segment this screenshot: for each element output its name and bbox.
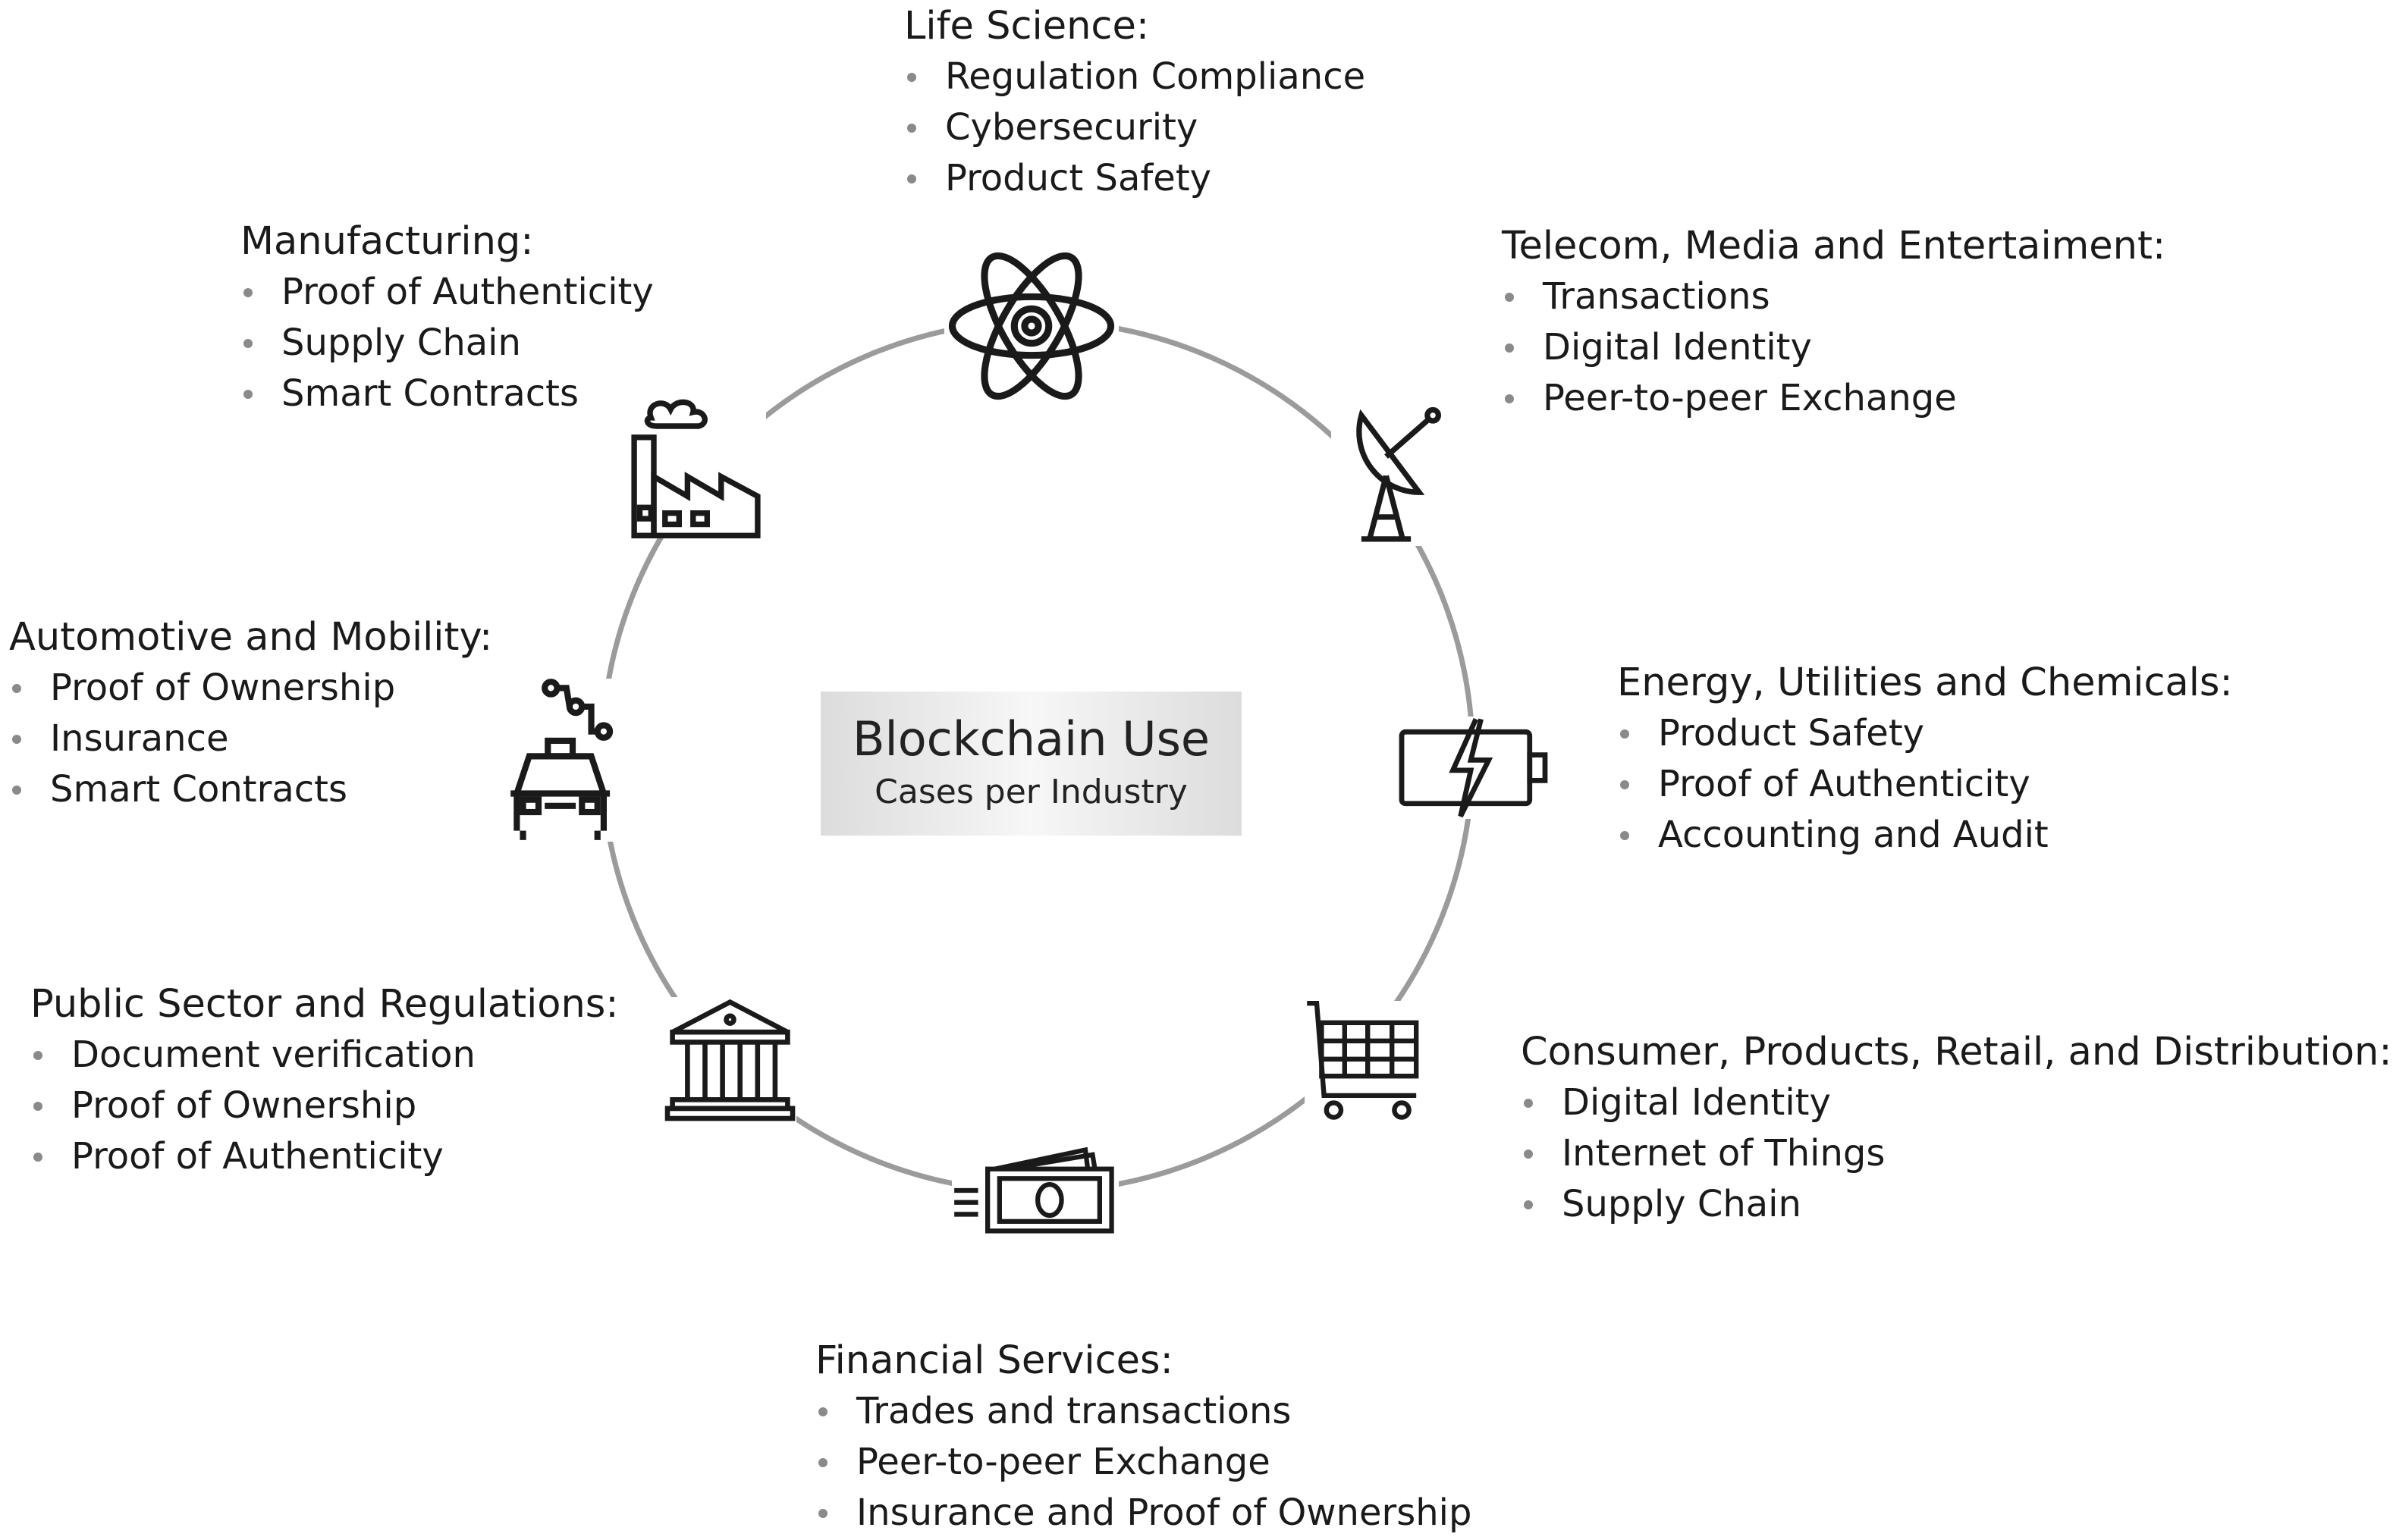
list-item: Proof of Ownership [9, 663, 492, 714]
industry-manufacturing: Manufacturing: Proof of Authenticity Sup… [240, 217, 654, 419]
list-item: Digital Identity [1502, 322, 2165, 373]
bullet-icon [1505, 343, 1514, 353]
industry-title: Automotive and Mobility: [9, 615, 493, 660]
battery-icon [1396, 717, 1551, 819]
list-item: Insurance [9, 714, 492, 764]
industry-title: Telecom, Media and Entertaiment: [1502, 224, 2166, 268]
bullet-icon [818, 1458, 828, 1467]
use-case-list: Product Safety Proof of Authenticity Acc… [1617, 708, 2233, 861]
list-item: Product Safety [1617, 708, 2233, 759]
bullet-icon [1524, 1150, 1533, 1159]
list-item: Peer-to-peer Exchange [1502, 373, 2165, 424]
bullet-icon [1620, 729, 1629, 739]
list-item: Internet of Things [1521, 1128, 2392, 1179]
industry-energy: Energy, Utilities and Chemicals: Product… [1617, 658, 2233, 861]
list-item: Proof of Authenticity [240, 267, 654, 318]
use-case-list: Regulation Compliance Cybersecurity Prod… [904, 52, 1365, 204]
list-item: Proof of Authenticity [30, 1131, 619, 1182]
bullet-icon [818, 1407, 828, 1416]
industry-telecom: Telecom, Media and Entertaiment: Transac… [1502, 221, 2165, 424]
industry-life-science: Life Science: Regulation Compliance Cybe… [904, 2, 1365, 204]
bullet-icon [1524, 1200, 1533, 1209]
list-item: Peer-to-peer Exchange [815, 1437, 1471, 1488]
bullet-icon [907, 73, 916, 82]
list-item: Cybersecurity [904, 102, 1365, 153]
industry-title: Public Sector and Regulations: [30, 982, 619, 1027]
bullet-icon [243, 339, 253, 348]
industry-title: Manufacturing: [240, 219, 534, 264]
list-item: Smart Contracts [240, 369, 654, 419]
use-case-list: Proof of Ownership Insurance Smart Contr… [9, 663, 492, 815]
bullet-icon [12, 786, 21, 795]
bank-building-icon [664, 997, 796, 1122]
industry-automotive: Automotive and Mobility: Proof of Owners… [9, 613, 492, 815]
industry-title: Energy, Utilities and Chemicals: [1617, 660, 2233, 705]
center-label-box: Blockchain Use Cases per Industry [821, 692, 1242, 836]
industry-public-sector: Public Sector and Regulations: Document … [30, 980, 619, 1182]
bullet-icon [907, 174, 916, 183]
list-item: Insurance and Proof of Ownership [815, 1488, 1471, 1538]
list-item: Trades and transactions [815, 1386, 1471, 1437]
industry-title: Financial Services: [815, 1338, 1173, 1383]
bullet-icon [1620, 831, 1629, 840]
bullet-icon [33, 1102, 42, 1111]
shopping-cart-icon [1305, 1001, 1426, 1122]
bullet-icon [243, 288, 253, 297]
list-item: Proof of Authenticity [1617, 759, 2233, 810]
use-case-list: Transactions Digital Identity Peer-to-pe… [1502, 271, 2165, 424]
satellite-dish-icon [1331, 406, 1441, 546]
factory-icon [626, 398, 766, 538]
bullet-icon [12, 735, 21, 744]
industry-financial: Financial Services: Trades and transacti… [815, 1336, 1471, 1538]
bullet-icon [907, 124, 916, 133]
list-item: Supply Chain [1521, 1179, 2392, 1230]
center-subtitle: Cases per Industry [875, 773, 1188, 811]
bullet-icon [1505, 293, 1514, 302]
list-item: Proof of Ownership [30, 1081, 619, 1131]
list-item: Smart Contracts [9, 764, 492, 815]
industry-title: Consumer, Products, Retail, and Distribu… [1521, 1030, 2392, 1074]
bullet-icon [33, 1153, 42, 1162]
list-item: Accounting and Audit [1617, 810, 2233, 861]
center-title: Blockchain Use [852, 711, 1211, 767]
list-item: Supply Chain [240, 318, 654, 369]
use-case-list: Document verification Proof of Ownership… [30, 1030, 619, 1182]
bullet-icon [33, 1051, 42, 1060]
bullet-icon [1524, 1099, 1533, 1108]
bullet-icon [243, 390, 253, 399]
industry-title: Life Science: [904, 4, 1150, 49]
list-item: Regulation Compliance [904, 52, 1365, 102]
banknote-icon [952, 1141, 1119, 1240]
bullet-icon [12, 684, 21, 693]
bullet-icon [1620, 780, 1629, 789]
list-item: Digital Identity [1521, 1077, 2392, 1128]
use-case-list: Digital Identity Internet of Things Supp… [1521, 1077, 2392, 1230]
list-item: Transactions [1502, 271, 2165, 322]
atom-icon [944, 231, 1119, 421]
connected-car-icon [504, 679, 675, 842]
use-case-list: Proof of Authenticity Supply Chain Smart… [240, 267, 654, 419]
bullet-icon [1505, 394, 1514, 403]
use-case-list: Trades and transactions Peer-to-peer Exc… [815, 1386, 1471, 1538]
industry-consumer: Consumer, Products, Retail, and Distribu… [1521, 1027, 2392, 1230]
list-item: Document verification [30, 1030, 619, 1081]
list-item: Product Safety [904, 153, 1365, 204]
bullet-icon [818, 1509, 828, 1518]
